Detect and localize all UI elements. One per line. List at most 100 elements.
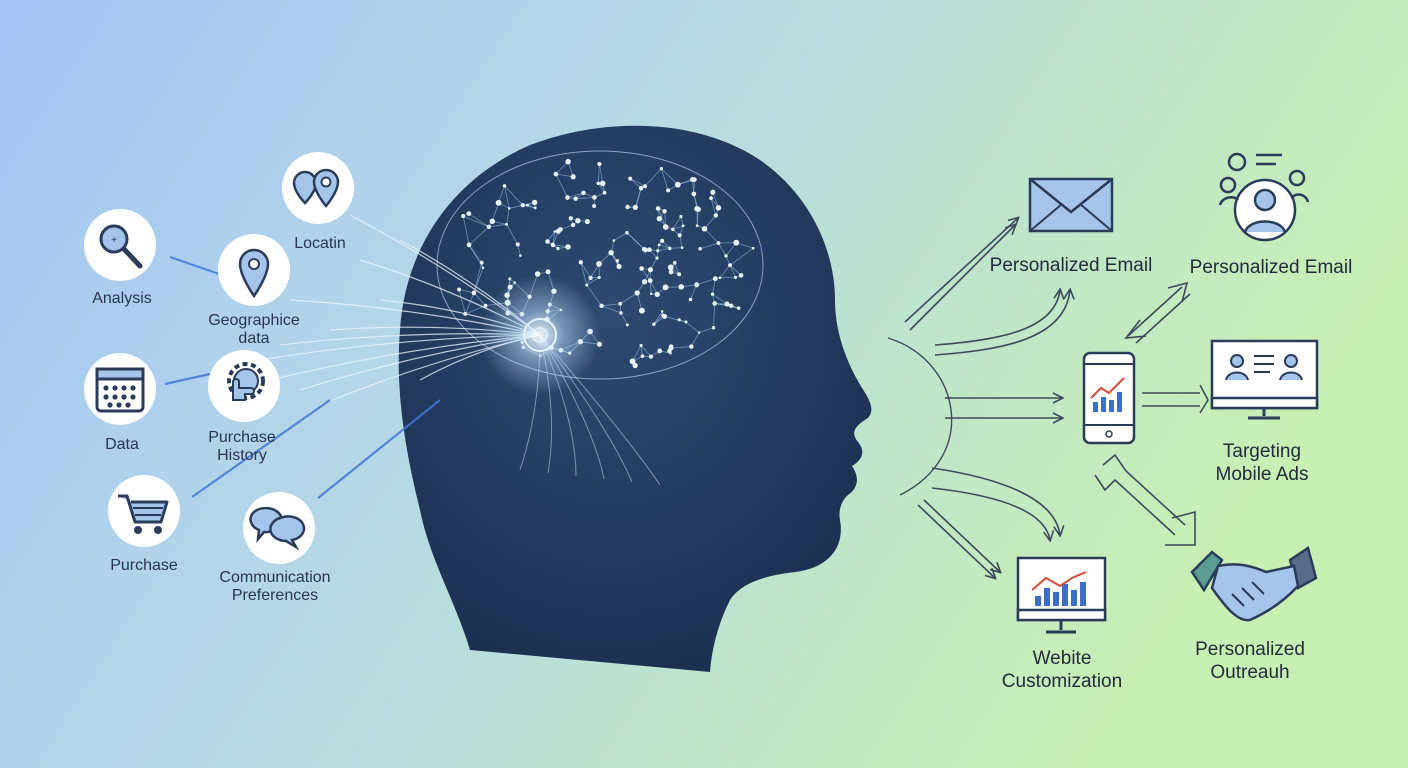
network-node xyxy=(677,318,681,322)
network-link xyxy=(630,178,646,187)
network-link xyxy=(613,232,628,241)
network-node xyxy=(728,263,732,268)
network-node xyxy=(585,283,589,287)
network-node xyxy=(712,301,718,306)
communication-preferences-label: Communication Preferences xyxy=(219,569,331,604)
network-node xyxy=(545,239,550,244)
network-link xyxy=(626,232,646,251)
location-label: Locatin xyxy=(294,235,346,252)
network-node xyxy=(639,266,644,271)
network-node xyxy=(715,205,722,211)
network-link xyxy=(710,197,717,216)
network-link xyxy=(468,213,490,228)
network-link xyxy=(601,305,622,314)
network-node xyxy=(724,301,730,307)
network-node xyxy=(507,207,511,210)
network-node xyxy=(531,199,538,206)
network-link xyxy=(599,164,604,184)
network-link xyxy=(498,185,505,203)
network-node xyxy=(526,203,529,207)
network-link xyxy=(704,228,719,244)
brain-core-glow xyxy=(480,275,600,395)
network-node xyxy=(711,326,716,330)
gear-hand-icon xyxy=(208,350,280,422)
network-link xyxy=(693,179,695,194)
network-node xyxy=(618,301,623,306)
network-node xyxy=(597,162,602,167)
monitor-chart-icon xyxy=(1016,556,1107,634)
network-node xyxy=(625,230,629,235)
network-link xyxy=(729,265,736,278)
network-link xyxy=(462,215,470,245)
geographic-data-label: Geographice data xyxy=(208,312,300,347)
network-node xyxy=(649,292,653,295)
network-node xyxy=(641,246,647,252)
network-node xyxy=(581,190,586,196)
network-node xyxy=(471,290,477,296)
network-link xyxy=(458,289,466,315)
network-node xyxy=(712,276,718,282)
network-node xyxy=(701,226,708,232)
network-link xyxy=(657,247,670,252)
network-node xyxy=(575,218,581,224)
network-link xyxy=(718,242,727,257)
network-node xyxy=(570,222,576,228)
network-node xyxy=(520,202,526,208)
network-link xyxy=(657,208,667,228)
network-node xyxy=(738,273,744,278)
chat-bubbles-icon xyxy=(243,492,315,564)
network-link xyxy=(601,303,621,307)
network-node xyxy=(505,222,508,226)
network-node xyxy=(652,322,656,327)
network-link xyxy=(670,346,692,349)
network-node xyxy=(634,290,640,296)
network-link xyxy=(679,235,683,248)
shopping-cart-icon xyxy=(108,475,180,547)
network-node xyxy=(661,313,665,318)
network-node xyxy=(565,244,571,250)
network-link xyxy=(473,292,486,306)
network-node xyxy=(659,167,664,171)
network-link xyxy=(597,164,600,184)
network-node xyxy=(678,284,685,290)
network-node xyxy=(684,320,688,324)
network-node xyxy=(668,269,674,275)
network-node xyxy=(565,158,571,165)
network-link xyxy=(506,224,519,245)
network-link xyxy=(575,197,595,200)
network-link xyxy=(473,262,483,294)
network-node xyxy=(533,206,537,210)
network-link xyxy=(704,215,717,230)
network-node xyxy=(697,331,701,334)
network-node xyxy=(596,260,602,267)
network-node xyxy=(461,214,466,219)
network-link xyxy=(664,316,687,323)
network-node xyxy=(718,276,722,280)
network-node xyxy=(612,239,616,242)
network-link xyxy=(468,226,490,246)
network-node xyxy=(608,249,614,256)
network-link xyxy=(658,244,670,249)
network-link xyxy=(473,267,484,294)
network-link xyxy=(597,183,605,193)
network-node xyxy=(656,249,660,253)
network-node xyxy=(629,358,636,365)
network-node xyxy=(643,184,648,189)
network-link xyxy=(555,161,569,175)
user-group-icon xyxy=(1218,152,1310,242)
network-node xyxy=(632,362,638,369)
network-node xyxy=(640,354,645,359)
network-node xyxy=(647,247,652,253)
targeting-mobile-ads-label: Targeting Mobile Ads xyxy=(1215,441,1309,485)
network-node xyxy=(588,275,593,280)
network-node xyxy=(668,246,672,251)
network-link xyxy=(629,178,642,189)
network-node xyxy=(553,230,557,233)
network-node xyxy=(508,277,512,281)
network-link xyxy=(729,264,742,276)
network-node xyxy=(602,190,607,195)
network-node xyxy=(710,292,715,296)
network-node xyxy=(692,177,697,182)
network-node xyxy=(596,181,600,186)
